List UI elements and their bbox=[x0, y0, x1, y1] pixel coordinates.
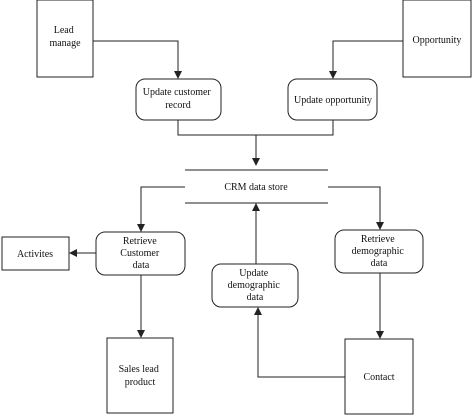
flow-update-customer-to-store bbox=[177, 120, 260, 166]
process-label: Retrieve demographic data bbox=[352, 234, 407, 269]
process-retrieve-demographic-data: Retrieve demographic data bbox=[334, 229, 424, 274]
entity-sales-lead-product: Sales lead product bbox=[106, 337, 174, 414]
entity-label: Sales lead product bbox=[119, 364, 162, 388]
entity-activities: Activites bbox=[1, 236, 70, 271]
entity-lead-manage: Lead manage bbox=[36, 0, 94, 78]
entity-label: Lead manage bbox=[49, 25, 81, 49]
flow-lead-to-update-customer bbox=[93, 40, 182, 79]
process-update-opportunity: Update opportunity bbox=[287, 78, 378, 121]
data-store-label: CRM data store bbox=[224, 182, 288, 193]
entity-label: Opportunity bbox=[413, 35, 462, 46]
process-update-demographic-data: Update demographic data bbox=[211, 263, 299, 308]
process-update-customer-record: Update customer record bbox=[135, 78, 222, 121]
process-label: Update customer record bbox=[143, 87, 214, 111]
connector-lines bbox=[69, 40, 403, 378]
flow-contact-to-update-demographic bbox=[254, 307, 345, 378]
process-label: Update opportunity bbox=[294, 95, 372, 106]
flow-store-to-retrieve-demographic bbox=[328, 186, 384, 230]
entity-opportunity: Opportunity bbox=[402, 0, 472, 78]
entity-label: Activites bbox=[17, 249, 53, 260]
flow-opportunity-to-update-opportunity bbox=[329, 40, 403, 79]
process-label: Update demographic data bbox=[228, 268, 283, 303]
flow-store-to-retrieve-customer bbox=[137, 186, 185, 232]
crm-data-store: CRM data store bbox=[185, 169, 328, 204]
flow-update-opportunity-to-store bbox=[256, 120, 334, 136]
process-retrieve-customer-data: Retrieve Customer data bbox=[95, 231, 186, 276]
process-label: Retrieve Customer data bbox=[120, 236, 161, 271]
entity-contact: Contact bbox=[344, 338, 414, 415]
entity-label: Contact bbox=[363, 372, 394, 383]
